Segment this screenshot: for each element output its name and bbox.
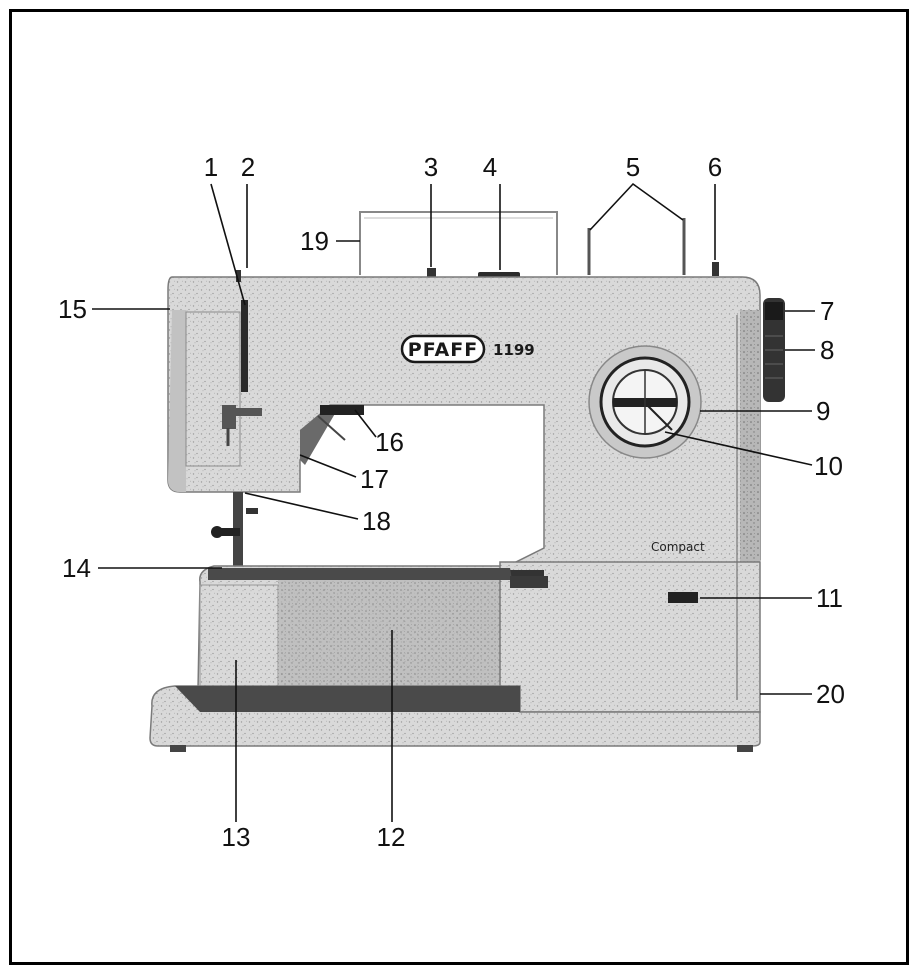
callout-7: 7	[820, 296, 834, 326]
brand-badge: PFAFF 1199	[400, 334, 535, 364]
leader-17	[299, 454, 357, 478]
leader-16	[354, 409, 377, 438]
leader-18	[244, 492, 359, 520]
face-cover	[185, 311, 241, 467]
callout-17: 17	[360, 464, 389, 494]
callout-10: 10	[814, 451, 843, 481]
leader-5	[589, 182, 684, 231]
drop-feed-control	[668, 592, 698, 603]
bobbin-stop-6	[712, 262, 719, 276]
callout-20: 20	[816, 679, 845, 709]
thread-guide-3	[427, 268, 436, 278]
callout-1: 1	[204, 152, 218, 182]
leader-10	[664, 431, 813, 466]
callout-11: 11	[816, 583, 843, 613]
callout-5: 5	[626, 152, 640, 182]
model-number: 1199	[493, 341, 535, 359]
callout-14: 14	[62, 553, 91, 583]
free-arm-cover	[278, 580, 500, 688]
diagram-frame	[9, 9, 909, 965]
reverse-lever	[320, 405, 364, 415]
callout-3: 3	[424, 152, 438, 182]
callout-2: 2	[241, 152, 255, 182]
callout-18: 18	[362, 506, 391, 536]
callout-9: 9	[816, 396, 830, 426]
leader-1	[210, 183, 246, 306]
callout-4: 4	[483, 152, 497, 182]
callout-13: 13	[222, 822, 251, 852]
callout-8: 8	[820, 335, 834, 365]
brand-name: PFAFF	[408, 339, 478, 361]
callout-12: 12	[377, 822, 406, 852]
carrying-handle	[359, 211, 558, 275]
arm-underside	[300, 405, 340, 465]
machine-arm	[167, 276, 761, 571]
callout-19: 19	[300, 226, 329, 256]
edition-label: Compact	[651, 540, 705, 554]
callout-15: 15	[58, 294, 87, 324]
thread-take-up	[241, 300, 248, 392]
stitch-selector-dial	[588, 345, 702, 459]
callout-6: 6	[708, 152, 722, 182]
callout-16: 16	[375, 427, 404, 457]
